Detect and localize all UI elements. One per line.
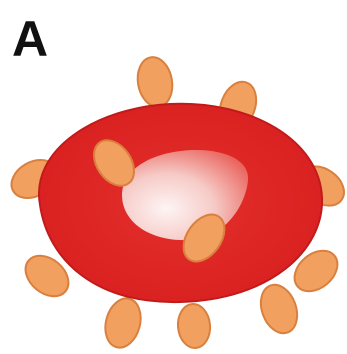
surface-particle bbox=[134, 54, 176, 109]
surface-particle bbox=[100, 294, 146, 351]
surface-particle bbox=[176, 303, 212, 350]
surface-particle bbox=[254, 280, 303, 339]
